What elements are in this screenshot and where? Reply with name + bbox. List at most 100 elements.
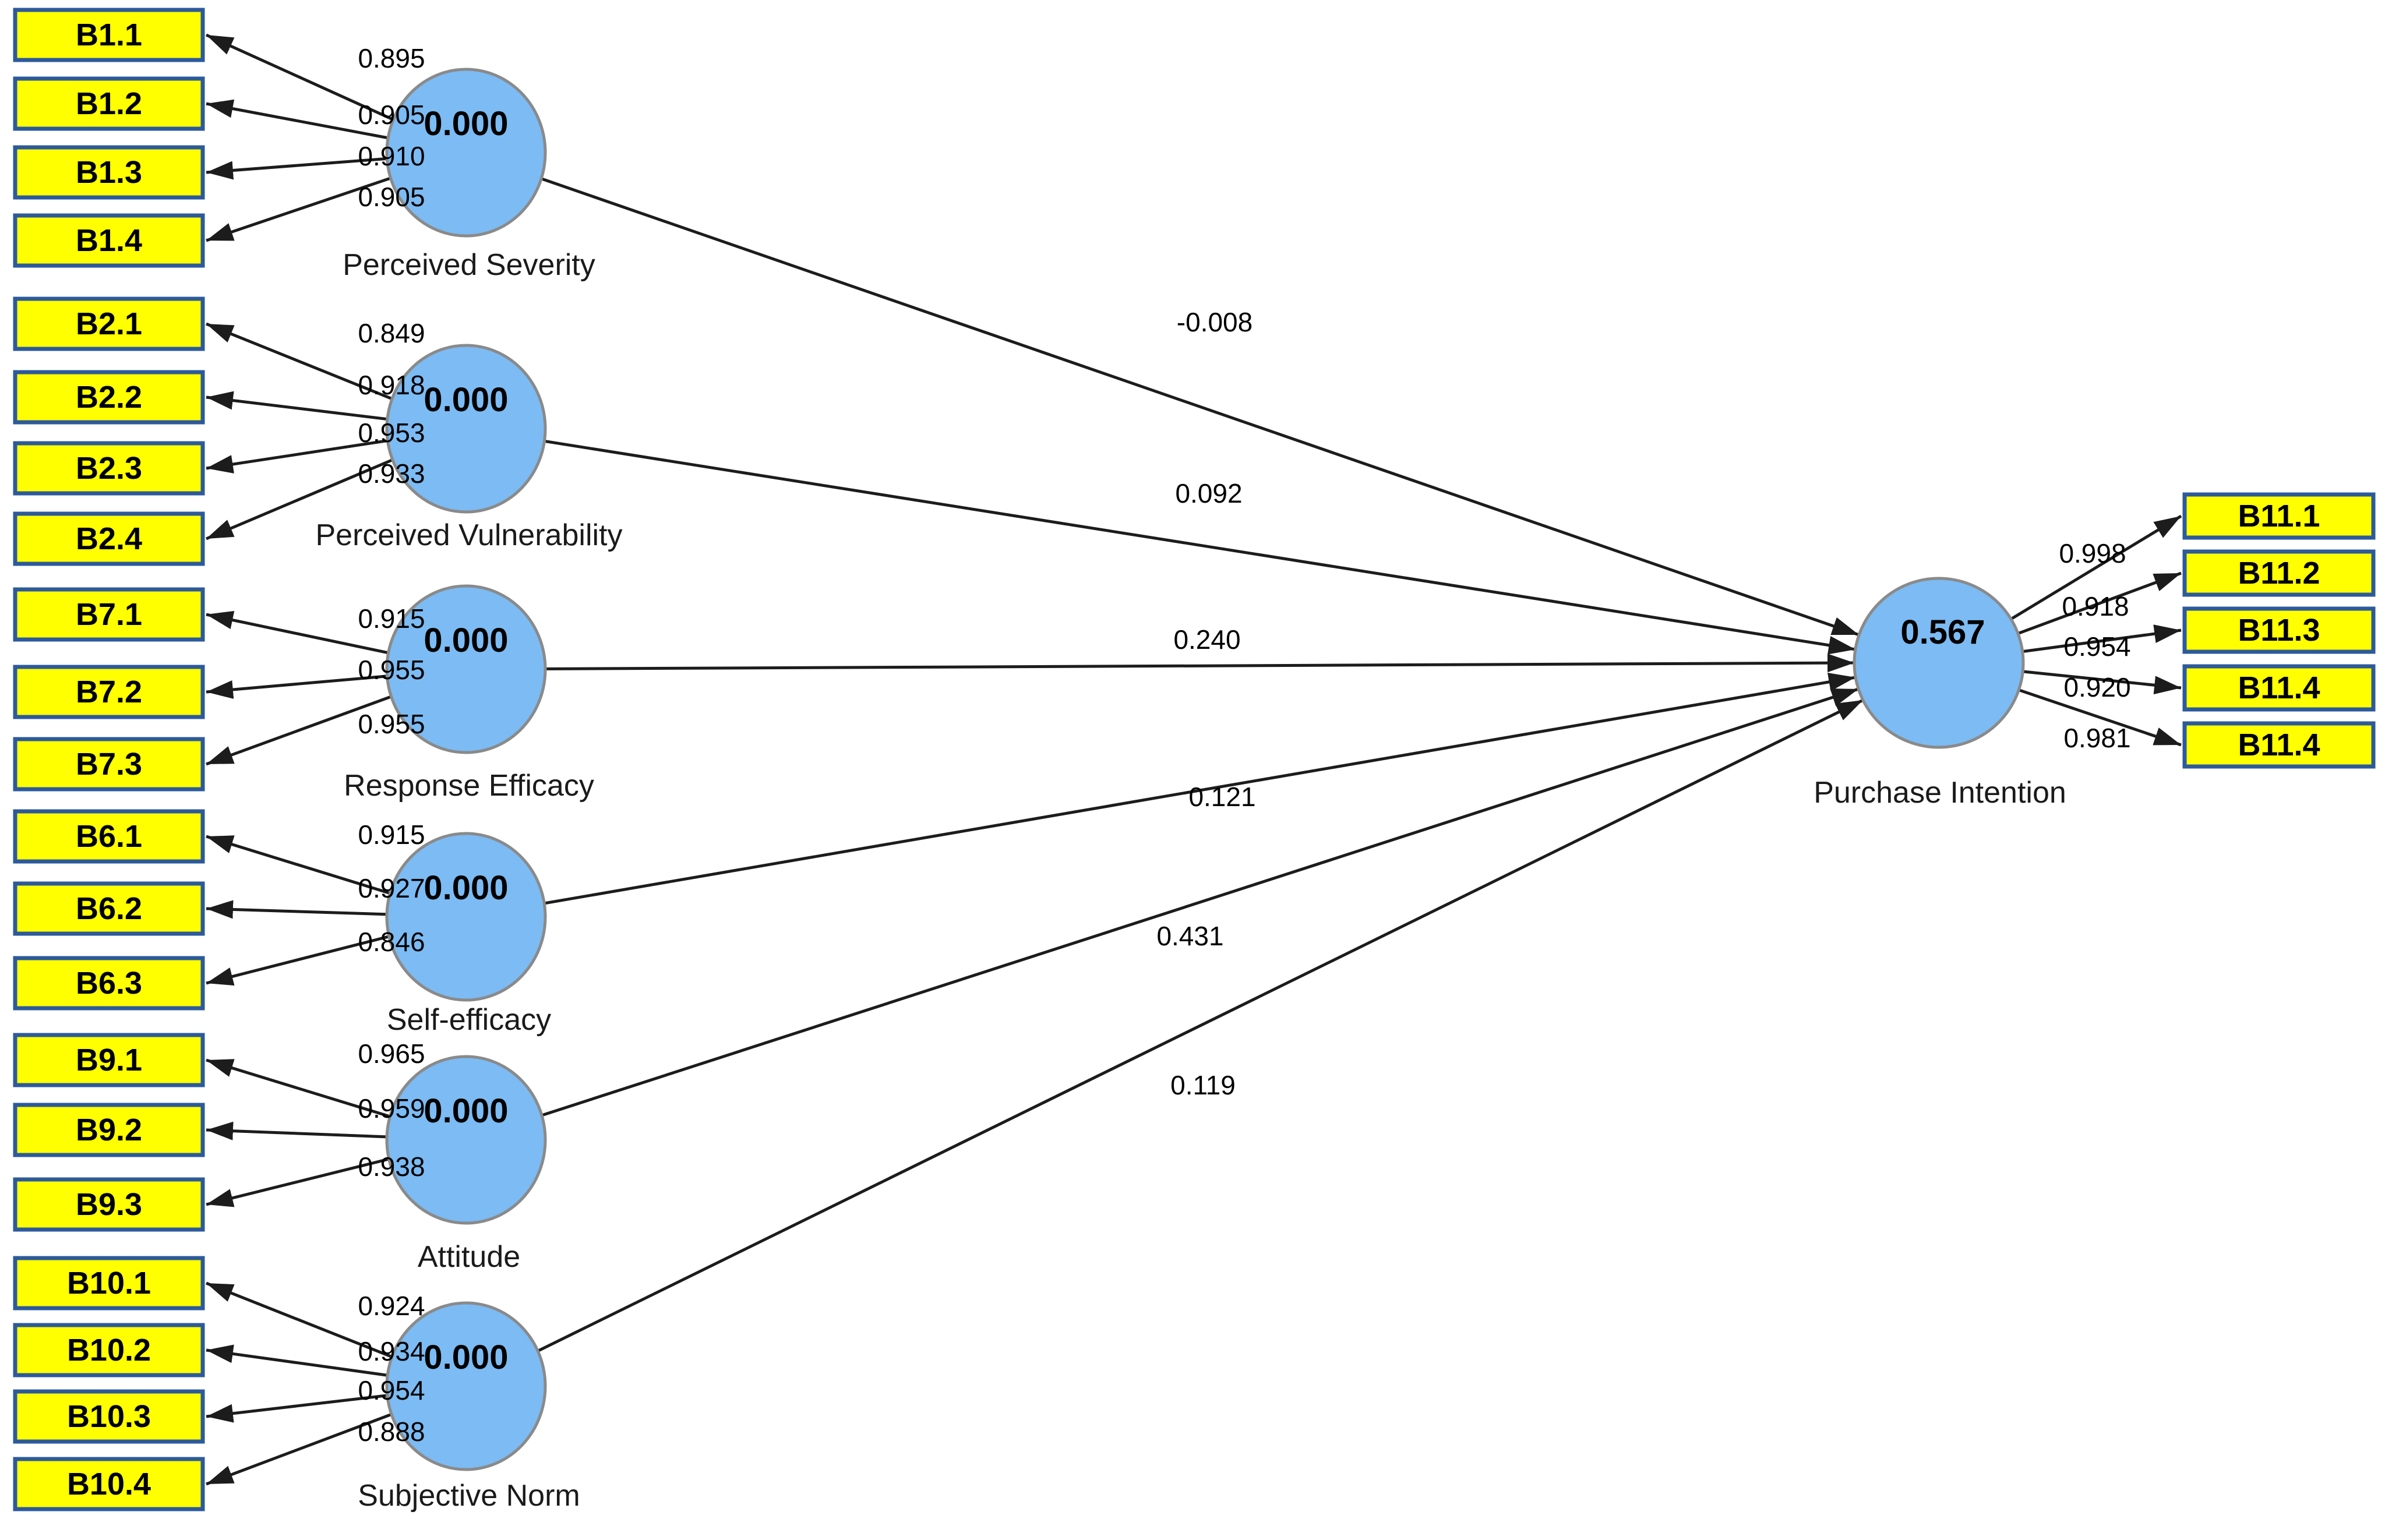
construct-value: 0.000 xyxy=(424,105,508,143)
indicator-label: B2.4 xyxy=(76,521,142,556)
construct-value: 0.000 xyxy=(424,1092,508,1130)
loading-value: 0.888 xyxy=(358,1417,425,1447)
indicator-label: B1.1 xyxy=(76,17,142,52)
construct-value: 0.000 xyxy=(424,869,508,907)
indicator-label: B1.3 xyxy=(76,155,142,190)
loading-value: 0.927 xyxy=(358,873,425,903)
indicator-label: B11.3 xyxy=(2238,613,2320,648)
indicator-label: B10.4 xyxy=(67,1467,151,1502)
loading-value: 0.954 xyxy=(2063,631,2130,662)
indicator-box-b10-4 xyxy=(13,1457,205,1511)
path-line-attitude xyxy=(465,687,1859,1142)
loading-value: 0.924 xyxy=(358,1291,425,1321)
construct-value: 0.000 xyxy=(424,381,508,419)
indicator-label: B7.1 xyxy=(76,597,142,632)
indicator-label: B2.1 xyxy=(76,306,142,341)
indicator-label: B10.3 xyxy=(67,1399,151,1434)
loading-value: 0.933 xyxy=(358,458,425,489)
indicator-label: B6.3 xyxy=(76,966,142,1001)
indicator-box-b7-3 xyxy=(13,737,205,792)
indicator-box-b2-2 xyxy=(13,370,205,425)
construct-value: 0.000 xyxy=(424,621,508,659)
construct-name: Response Efficacy xyxy=(344,769,594,803)
path-line-subjective-norm xyxy=(465,698,1864,1388)
construct-ellipse-purchase-intention xyxy=(1853,577,2025,749)
indicator-label: B9.2 xyxy=(76,1112,142,1147)
indicator-box-b10-2 xyxy=(13,1323,205,1377)
loading-value: 0.955 xyxy=(358,709,425,739)
loading-value: 0.918 xyxy=(358,370,425,400)
loading-value: 0.895 xyxy=(358,43,425,73)
indicator-label: B10.1 xyxy=(67,1266,151,1301)
path-coefficient: 0.121 xyxy=(1188,782,1255,812)
indicator-box-b2-3 xyxy=(13,441,205,496)
indicator-box-b6-3 xyxy=(13,956,205,1011)
indicator-box-b9-3 xyxy=(13,1177,205,1232)
loading-value: 0.910 xyxy=(358,141,425,171)
indicator-box-b7-2 xyxy=(13,665,205,719)
loading-value: 0.920 xyxy=(2063,672,2130,702)
loading-value: 0.915 xyxy=(358,603,425,634)
indicator-label: B6.1 xyxy=(76,819,142,854)
loading-value: 0.981 xyxy=(2063,723,2130,753)
indicator-box-b9-2 xyxy=(13,1103,205,1157)
construct-name: Subjective Norm xyxy=(358,1479,580,1513)
path-line-perceived-severity xyxy=(465,151,1860,637)
construct-ellipse-perceived-vulnerability xyxy=(385,344,547,514)
construct-name: Perceived Vulnerability xyxy=(315,518,622,552)
path-coefficient: -0.008 xyxy=(1177,307,1253,337)
indicator-box-b6-1 xyxy=(13,809,205,864)
indicator-box-b11-3 xyxy=(2182,606,2376,654)
indicator-box-b2-1 xyxy=(13,296,205,351)
construct-value: 0.000 xyxy=(424,1338,508,1376)
construct-value: 0.567 xyxy=(1900,613,1985,651)
loading-value: 0.918 xyxy=(2062,591,2129,621)
indicator-label: B9.3 xyxy=(76,1187,142,1222)
indicator-label: B2.3 xyxy=(76,451,142,486)
loading-value: 0.849 xyxy=(358,318,425,348)
loading-value: 0.965 xyxy=(358,1039,425,1069)
path-line-response-efficacy xyxy=(465,654,1855,673)
path-coefficient: 0.092 xyxy=(1175,478,1242,508)
path-coefficient: 0.240 xyxy=(1173,624,1240,655)
loading-value: 0.846 xyxy=(358,927,425,957)
indicator-label: B9.1 xyxy=(76,1043,142,1078)
indicator-box-b7-1 xyxy=(13,587,205,642)
construct-ellipse-attitude xyxy=(385,1055,547,1225)
indicator-label: B2.2 xyxy=(76,380,142,415)
construct-ellipse-self-efficacy xyxy=(385,832,547,1002)
loading-value: 0.905 xyxy=(358,100,425,130)
indicator-label: B11.2 xyxy=(2238,556,2320,591)
construct-ellipse-subjective-norm xyxy=(385,1301,547,1471)
indicator-box-b1-1 xyxy=(13,8,205,62)
construct-name: Purchase Intention xyxy=(1814,776,2066,810)
indicator-label: B7.3 xyxy=(76,747,142,782)
loading-value: 0.954 xyxy=(358,1375,425,1405)
construct-name: Self-efficacy xyxy=(387,1003,551,1037)
loading-value: 0.959 xyxy=(358,1093,425,1124)
indicator-label: B6.2 xyxy=(76,891,142,926)
indicator-box-b11-4 xyxy=(2182,664,2376,712)
path-line-self-efficacy xyxy=(465,673,1856,919)
loading-value: 0.915 xyxy=(358,820,425,850)
indicator-box-b1-4 xyxy=(13,213,205,268)
indicator-box-b11-2 xyxy=(2182,549,2376,597)
indicator-box-b9-1 xyxy=(13,1033,205,1087)
loading-value: 0.905 xyxy=(358,182,425,212)
indicator-box-b1-3 xyxy=(13,145,205,200)
indicator-box-b10-3 xyxy=(13,1389,205,1444)
loading-value: 0.953 xyxy=(358,418,425,448)
loading-value: 0.955 xyxy=(358,655,425,685)
indicator-box-b6-2 xyxy=(13,881,205,936)
construct-name: Perceived Severity xyxy=(343,248,595,282)
indicator-label: B1.4 xyxy=(76,223,142,258)
construct-name: Attitude xyxy=(418,1240,520,1274)
indicator-label: B11.4 xyxy=(2238,727,2320,762)
indicator-box-b10-1 xyxy=(13,1256,205,1311)
path-coefficient: 0.431 xyxy=(1156,921,1223,951)
construct-ellipse-response-efficacy xyxy=(385,584,547,754)
path-coefficient: 0.119 xyxy=(1170,1070,1236,1100)
indicator-box-b11-1 xyxy=(2182,492,2376,540)
